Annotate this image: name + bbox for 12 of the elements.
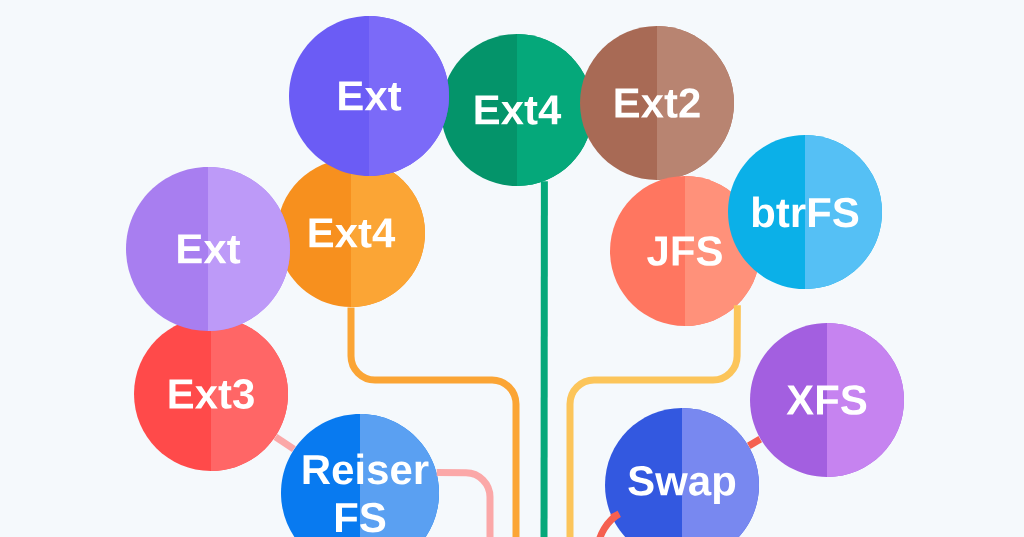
circle-node: btrFS — [728, 135, 882, 289]
circle-node: Ext — [126, 167, 290, 331]
connector-line — [747, 436, 762, 449]
circle-node: Ext3 — [134, 317, 288, 471]
circle-node: Ext4 — [441, 34, 593, 186]
circle-node: Ext — [289, 16, 449, 176]
connector-line — [540, 181, 548, 537]
circle-node: XFS — [750, 323, 904, 477]
connector-line — [594, 510, 623, 537]
connector-line — [273, 433, 296, 452]
connector-line — [436, 468, 494, 537]
circle-node: Ext2 — [580, 26, 734, 180]
